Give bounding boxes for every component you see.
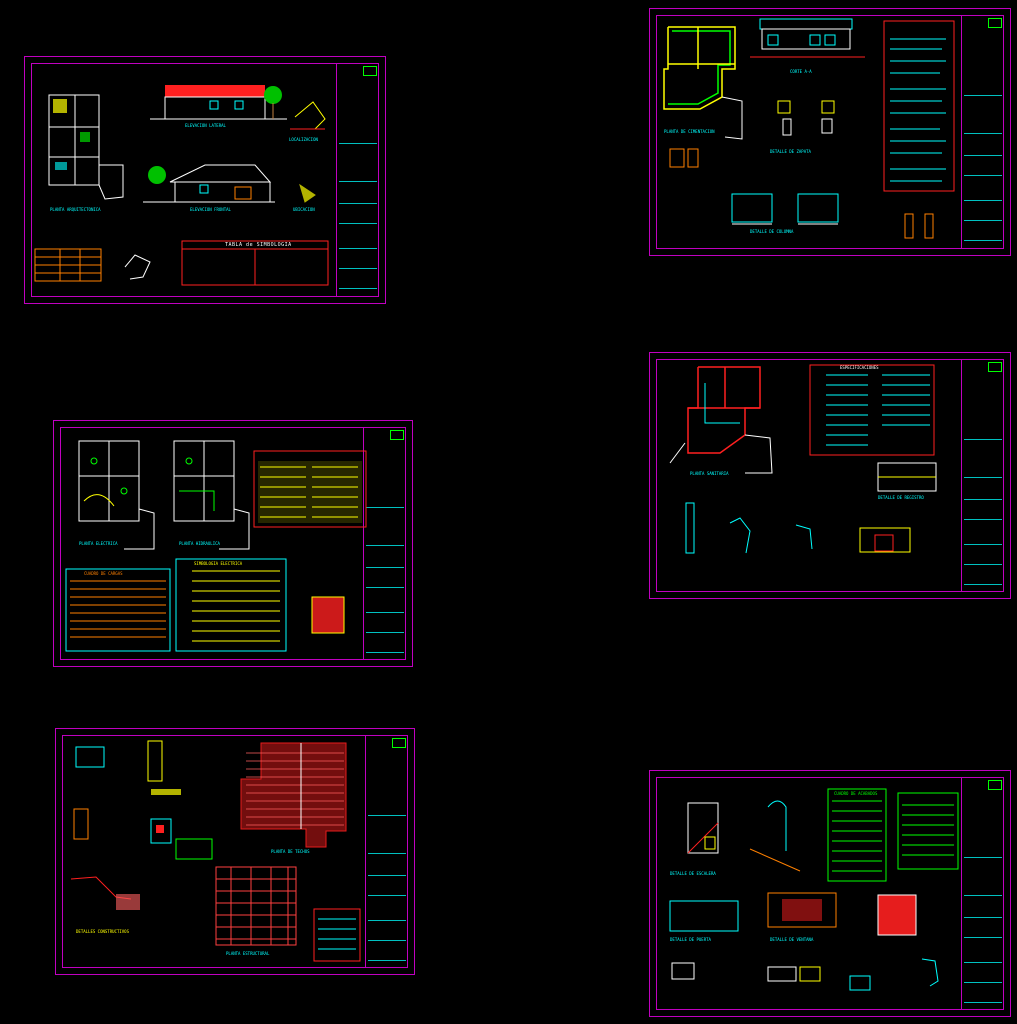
electric-symbology-title: SIMBOLOGIA ELECTRICA [194,561,243,566]
title-block [336,63,379,297]
logo-box [390,430,404,440]
roof-plan-drawing [70,740,361,962]
title-block [961,359,1004,592]
details-drawing [669,788,959,991]
roof-plan-title: PLANTA DE TECHOS [271,849,310,854]
zapata-detail-title: DETALLE DE ZAPATA [770,149,811,154]
logo-box [392,738,406,748]
title-block [961,777,1004,1010]
drawing-sheet-3[interactable]: PLANTA ELECTRICA PLANTA HIDRAULICA CUADR… [53,420,413,667]
sheet-border [656,359,1004,592]
title-block [365,735,408,968]
window-detail-title: DETALLE DE VENTANA [770,937,814,942]
drawing-sheet-2[interactable]: CORTE A-A PLANTA DE CIMENTACION DETALLE … [649,8,1011,256]
architectural-plan-drawing [34,85,329,286]
logo-box [988,362,1002,372]
elevation-title-2: ELEVACION FRONTAL [190,207,231,212]
sheet-border [31,63,379,297]
symbology-table-title: TABLA de SIMBOLOGIA [225,242,292,248]
register-detail-title: DETALLE DE REGISTRO [878,495,924,500]
drawing-sheet-5[interactable]: PLANTA DE TECHOS PLANTA ESTRUCTURAL DETA… [55,728,415,975]
foundation-plan-title: PLANTA DE CIMENTACION [664,129,715,134]
plan-title: PLANTA ARQUITECTONICA [50,207,101,212]
hydraulic-plan-title: PLANTA HIDRAULICA [179,541,220,546]
sheet-border [62,735,408,968]
sheet-border [60,427,406,660]
foundation-plan-drawing [663,18,955,239]
sanitary-plan-drawing [669,364,937,554]
sheet-border [656,777,1004,1010]
structural-plan-title: PLANTA ESTRUCTURAL [226,951,270,956]
location-title: LOCALIZACION [289,137,318,142]
title-block [961,15,1004,249]
column-detail-title: DETALLE DE COLUMNA [750,229,794,234]
ubication-title: UBICACION [293,207,315,212]
logo-box [988,780,1002,790]
door-detail-title: DETALLE DE PUERTA [670,937,711,942]
sanitary-plan-title: PLANTA SANITARIA [690,471,729,476]
specifications-title: ESPECIFICACIONES [840,365,879,370]
construction-details-title: DETALLES CONSTRUCTIVOS [76,929,129,934]
finishes-table-title: CUADRO DE ACABADOS [834,791,878,796]
sheet-border [656,15,1004,249]
drawing-sheet-4[interactable]: PLANTA SANITARIA DETALLE DE REGISTRO ESP… [649,352,1011,599]
drawing-sheet-1[interactable]: TABLA de SIMBOLOGIA PLANTA ARQUITECTONIC… [24,56,386,304]
elevation-title-1: ELEVACION LATERAL [185,123,226,128]
loads-table-title: CUADRO DE CARGAS [84,571,123,576]
electrical-plan-title: PLANTA ELECTRICA [79,541,118,546]
logo-box [988,18,1002,28]
title-block [363,427,406,660]
section-title: CORTE A-A [790,69,812,74]
stair-detail-title: DETALLE DE ESCALERA [670,871,716,876]
logo-box [363,66,377,76]
electrical-plan-drawing [65,440,367,652]
drawing-sheet-6[interactable]: DETALLE DE ESCALERA DETALLE DE PUERTA DE… [649,770,1011,1017]
